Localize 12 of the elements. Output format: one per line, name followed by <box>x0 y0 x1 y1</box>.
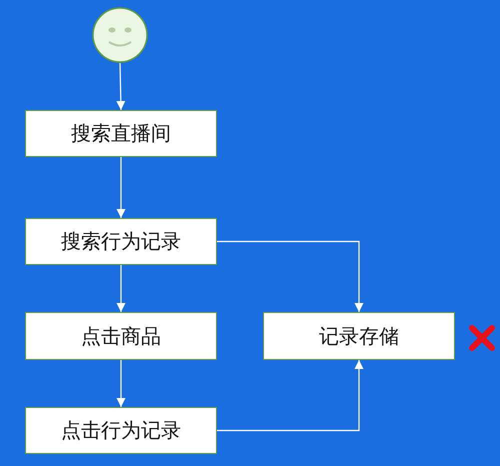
arrow <box>217 360 364 432</box>
process-box: 搜索行为记录 <box>25 218 217 265</box>
process-box: 搜索直播间 <box>25 110 217 157</box>
arrow <box>116 157 126 218</box>
arrow <box>217 240 364 312</box>
smiley-circle <box>92 7 148 63</box>
arrow <box>116 62 126 110</box>
arrow <box>116 265 126 312</box>
process-box: 点击商品 <box>25 312 217 360</box>
process-box: 记录存储 <box>263 312 455 360</box>
arrow <box>116 360 126 407</box>
process-box: 点击行为记录 <box>25 407 217 454</box>
